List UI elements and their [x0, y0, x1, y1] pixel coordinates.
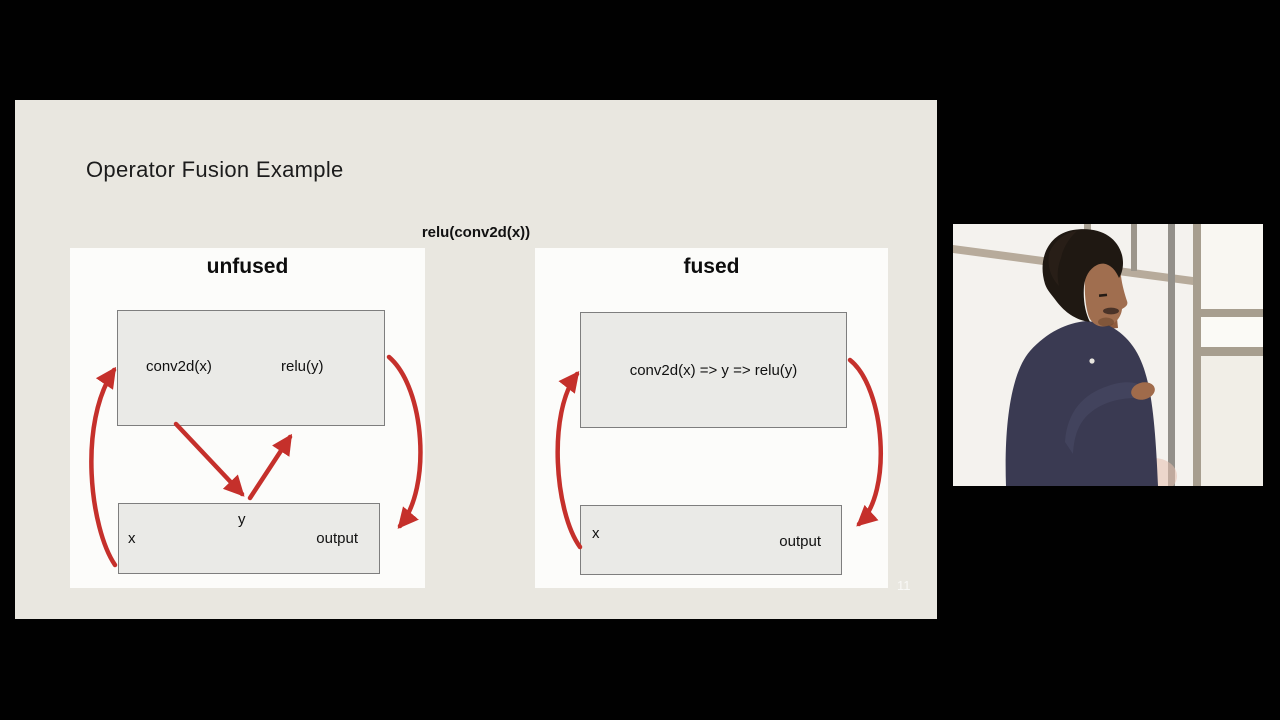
vertical-beam-4	[1193, 224, 1201, 486]
expression-label: relu(conv2d(x))	[421, 224, 531, 241]
arrow-conv2d-to-y	[173, 421, 245, 497]
slide-title: Operator Fusion Example	[86, 157, 344, 182]
intermediate-y-label: y	[238, 511, 246, 528]
fused-ops-label: conv2d(x) => y => relu(y)	[629, 361, 798, 379]
page-number: 11	[897, 578, 911, 593]
speaker-mustache	[1103, 307, 1119, 315]
unfused-op-box: conv2d(x) relu(y)	[117, 310, 385, 426]
unfused-data-box: x output	[118, 503, 380, 574]
speaker	[1005, 229, 1158, 486]
right-horizontal-beam-2	[1201, 347, 1263, 356]
speaker-eye	[1098, 293, 1108, 298]
arrow-x-to-fused-op	[555, 371, 583, 550]
conv2d-op-label: conv2d(x)	[146, 358, 212, 375]
speaker-chin	[1098, 317, 1114, 327]
vertical-beam-2	[1131, 224, 1137, 271]
slide: Operator Fusion Example relu(conv2d(x)) …	[15, 100, 937, 619]
fused-data-box: x output	[580, 505, 842, 575]
speaker-hair-curls	[1048, 231, 1077, 286]
unfused-heading: unfused	[206, 255, 289, 278]
arrow-fused-op-to-output	[847, 357, 883, 527]
input-x-label: x	[592, 525, 600, 542]
arrow-relu-to-output	[386, 354, 423, 529]
right-horizontal-beam-1	[1201, 309, 1263, 317]
wall-frame	[953, 224, 1263, 486]
fused-op-box: conv2d(x) => y => relu(y)	[580, 312, 847, 428]
arrow-y-to-relu	[247, 433, 293, 501]
arrow-x-to-conv2d	[89, 366, 118, 568]
speaker-video	[953, 224, 1263, 486]
speaker-scene	[953, 224, 1263, 486]
speaker-arm	[1065, 382, 1145, 454]
input-x-label: x	[128, 530, 136, 547]
output-label: output	[316, 530, 358, 547]
lavalier-mic	[1089, 358, 1095, 364]
speaker-hand	[1131, 382, 1155, 400]
vertical-beam-3	[1168, 224, 1175, 486]
unfused-diagram: unfused conv2d(x) relu(y) x output y	[70, 248, 425, 588]
fused-diagram: fused conv2d(x) => y => relu(y) x output	[535, 248, 888, 588]
relu-op-label: relu(y)	[281, 358, 324, 375]
output-label: output	[779, 533, 821, 550]
fused-heading: fused	[683, 255, 740, 278]
speaker-hair	[1042, 229, 1123, 322]
